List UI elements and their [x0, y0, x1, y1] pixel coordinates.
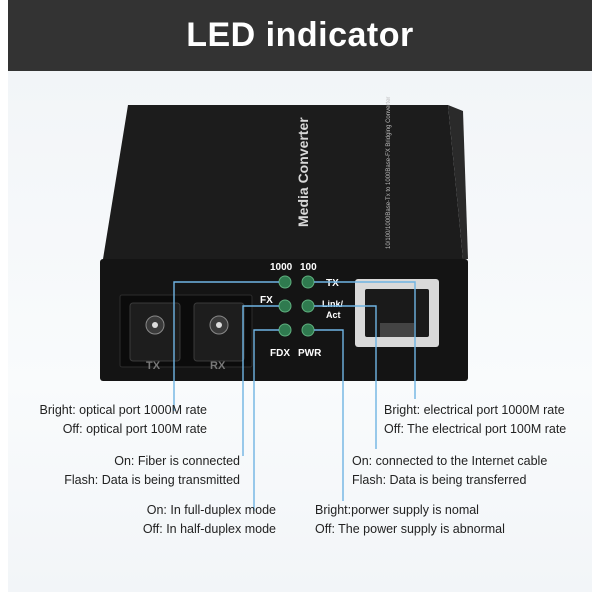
callout-line-fiber-speed	[173, 281, 279, 411]
led-electrical-link	[301, 299, 315, 313]
led-power	[301, 323, 315, 337]
page-title: LED indicator	[186, 16, 414, 54]
led-duplex	[278, 323, 292, 337]
annotation-fiber-link: On: Fiber is connected Flash: Data is be…	[64, 454, 240, 487]
label-act: Act	[326, 310, 341, 320]
media-converter-device: Media Converter 10/100/1000Base-Tx to 10…	[100, 97, 468, 511]
led-fiber-speed	[278, 275, 292, 289]
led-electrical-speed	[301, 275, 315, 289]
label-tx: TX	[326, 278, 339, 289]
annotation-fiber-speed: Bright: optical port 1000M rate Off: opt…	[39, 403, 207, 436]
header-banner: LED indicator	[8, 0, 592, 71]
led-fiber-link	[278, 299, 292, 313]
brand-text: Media Converter	[295, 117, 311, 227]
annotation-duplex: On: In full-duplex mode Off: In half-dup…	[142, 503, 276, 536]
product-illustration: Media Converter 10/100/1000Base-Tx to 10…	[8, 71, 592, 592]
callout-line-duplex	[253, 329, 279, 511]
label-fdx: FDX	[270, 348, 290, 359]
label-100: 100	[300, 262, 317, 273]
label-fx: FX	[260, 295, 273, 306]
callout-lines	[173, 281, 416, 511]
callout-line-electrical-speed	[314, 281, 416, 399]
fiber-tx-label: TX	[146, 360, 161, 372]
label-pwr: PWR	[298, 348, 322, 359]
callout-line-fiber-link	[242, 305, 279, 456]
callout-line-power	[314, 329, 344, 501]
annotation-electrical-speed: Bright: electrical port 1000M rate Off: …	[384, 403, 567, 436]
device-side-face	[448, 105, 468, 259]
callout-line-electrical-link	[314, 305, 377, 449]
label-link: Link/	[322, 299, 344, 309]
device-top-face	[103, 105, 463, 259]
fiber-port-rx-core	[216, 322, 222, 328]
fiber-rx-label: RX	[210, 360, 226, 372]
model-text: 10/100/1000Base-Tx to 1000Base-FX Bridgi…	[386, 97, 392, 249]
annotation-electrical-link: On: connected to the Internet cable Flas…	[352, 454, 548, 487]
rj45-port-latch	[380, 323, 414, 337]
label-1000: 1000	[270, 262, 293, 273]
annotation-power: Bright:porwer supply is nomal Off: The p…	[315, 503, 505, 536]
fiber-port-tx-core	[152, 322, 158, 328]
